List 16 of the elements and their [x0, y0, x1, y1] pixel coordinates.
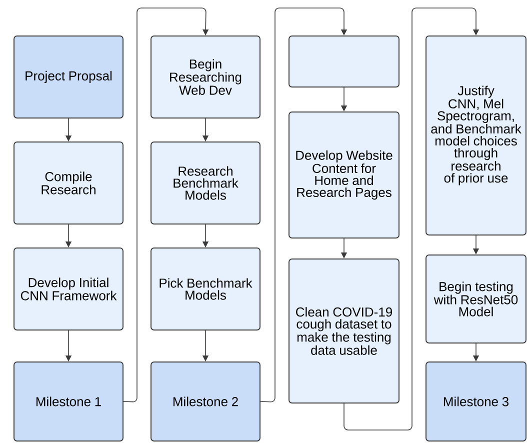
process-box: Develop Website Content for Home and Research Pages [288, 112, 400, 238]
milestone-box: Milestone 2 [150, 361, 260, 442]
process-box: Compile Research [14, 142, 124, 224]
process-box: Research Benchmark Models [150, 142, 260, 224]
process-box: Begin Researching Web Dev [150, 36, 260, 118]
process-box: Pick Benchmark Models [150, 247, 260, 330]
milestone-box: Milestone 3 [426, 361, 526, 442]
process-box: Begin testing with ResNet50 Model [426, 254, 526, 344]
process-box: Clean COVID-19 cough dataset to make the testing data usable [288, 258, 400, 404]
arrow [260, 8, 348, 402]
process-box: Develop Initial CNN Framework [14, 247, 124, 330]
milestone-box: Milestone 1 [14, 361, 124, 442]
milestone-box: Project Propsal [14, 36, 124, 118]
arrow [344, 8, 480, 430]
process-box: Justify CNN, Mel Spectrogram, and Benchmark model choices through research of prior use [426, 36, 526, 236]
process-box [288, 36, 400, 88]
